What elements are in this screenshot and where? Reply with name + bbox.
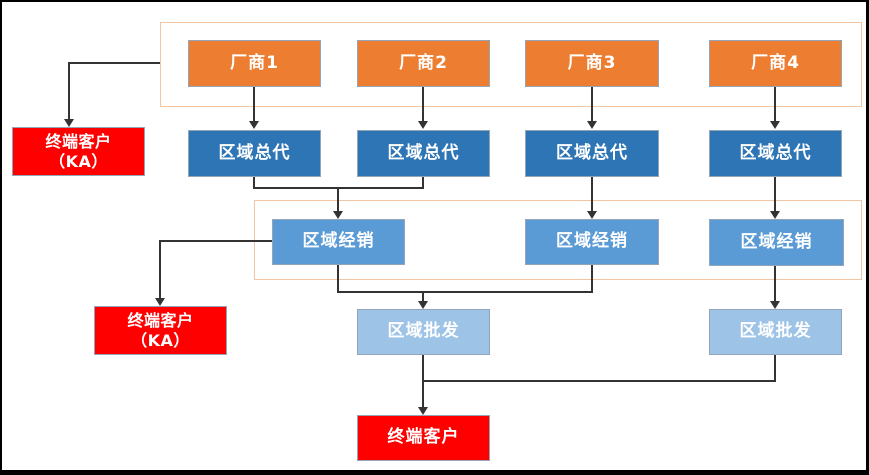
connector-agent1-down (253, 177, 255, 189)
connector-merge-to-wholesale1 (422, 291, 424, 303)
node-distributor-1-label: 区域经销 (302, 231, 375, 252)
node-factory-1: 厂商1 (188, 40, 321, 87)
node-general-agent-3-label: 区域总代 (556, 142, 628, 163)
connector-group1-to-ka1-v (68, 62, 70, 120)
node-general-agent-4-label: 区域总代 (739, 142, 812, 163)
node-ka-customer-1: 终端客户 （KA） (12, 127, 145, 176)
arrowhead-dist3 (770, 211, 780, 219)
arrowhead-ka1 (64, 119, 74, 127)
node-factory-3: 厂商3 (525, 40, 659, 87)
node-wholesaler-2: 区域批发 (709, 309, 842, 355)
node-general-agent-2-label: 区域总代 (387, 142, 460, 163)
arrowhead-wholesale1 (418, 301, 428, 309)
arrowhead-end-customer (418, 407, 428, 415)
node-distributor-2-label: 区域经销 (556, 231, 628, 252)
node-general-agent-3: 区域总代 (525, 130, 659, 177)
node-wholesaler-2-label: 区域批发 (739, 321, 812, 342)
connector-dist3-wholesale2 (774, 265, 776, 303)
node-ka-customer-2: 终端客户 （KA） (94, 306, 227, 355)
arrowhead-agent3 (587, 121, 597, 129)
node-end-customer: 终端客户 (357, 415, 490, 461)
node-general-agent-1-label: 区域总代 (218, 142, 291, 163)
connector-factory2-agent2 (422, 87, 424, 123)
arrowhead-dist2 (587, 211, 597, 219)
arrowhead-agent2 (418, 121, 428, 129)
node-ka-customer-2-line1: 终端客户 (127, 310, 194, 330)
connector-agent4-dist3 (774, 177, 776, 213)
node-general-agent-2: 区域总代 (357, 130, 490, 177)
node-general-agent-4: 区域总代 (709, 130, 842, 177)
arrowhead-agent4 (770, 121, 780, 129)
arrowhead-wholesale2 (770, 301, 780, 309)
connector-factory4-agent4 (774, 87, 776, 123)
arrowhead-dist1 (333, 211, 343, 219)
connector-wholesale2-down (774, 355, 776, 382)
connector-agent2-down (422, 177, 424, 189)
node-factory-4: 厂商4 (709, 40, 842, 87)
manufacturer-group-frame (160, 22, 862, 107)
connector-group1-to-ka1-h (69, 62, 160, 64)
node-ka-customer-1-line1: 终端客户 (45, 131, 112, 151)
node-factory-2-label: 厂商2 (399, 52, 448, 73)
connector-wholesale-merge-h (422, 380, 776, 382)
connector-dist2-down (591, 265, 593, 293)
node-factory-2: 厂商2 (357, 40, 490, 87)
node-end-customer-label: 终端客户 (387, 427, 460, 448)
connector-dist1-down (337, 265, 339, 293)
connector-factory1-agent1 (253, 87, 255, 123)
node-wholesaler-1: 区域批发 (357, 309, 490, 355)
node-distributor-3: 区域经销 (709, 219, 844, 266)
connector-wholesale1-down (422, 355, 424, 409)
node-distributor-2: 区域经销 (525, 219, 659, 265)
connector-dist1-to-ka2-v (159, 240, 161, 300)
node-factory-1-label: 厂商1 (230, 52, 279, 73)
node-distributor-1: 区域经销 (272, 219, 405, 265)
arrowhead-agent1 (249, 121, 259, 129)
connector-agent3-dist2 (591, 177, 593, 213)
node-distributor-3-label: 区域经销 (740, 231, 813, 252)
arrowhead-ka2 (155, 298, 165, 306)
connector-dist12-merge-h (337, 291, 593, 293)
connector-merge-to-dist1 (337, 187, 339, 213)
node-ka-customer-1-line2: （KA） (49, 151, 108, 171)
connector-dist1-to-ka2-h (159, 240, 272, 242)
node-factory-4-label: 厂商4 (751, 52, 800, 73)
connector-factory3-agent3 (591, 87, 593, 123)
node-general-agent-1: 区域总代 (188, 130, 321, 177)
node-ka-customer-2-line2: （KA） (131, 330, 190, 350)
node-factory-3-label: 厂商3 (567, 52, 617, 73)
node-wholesaler-1-label: 区域批发 (387, 321, 460, 342)
